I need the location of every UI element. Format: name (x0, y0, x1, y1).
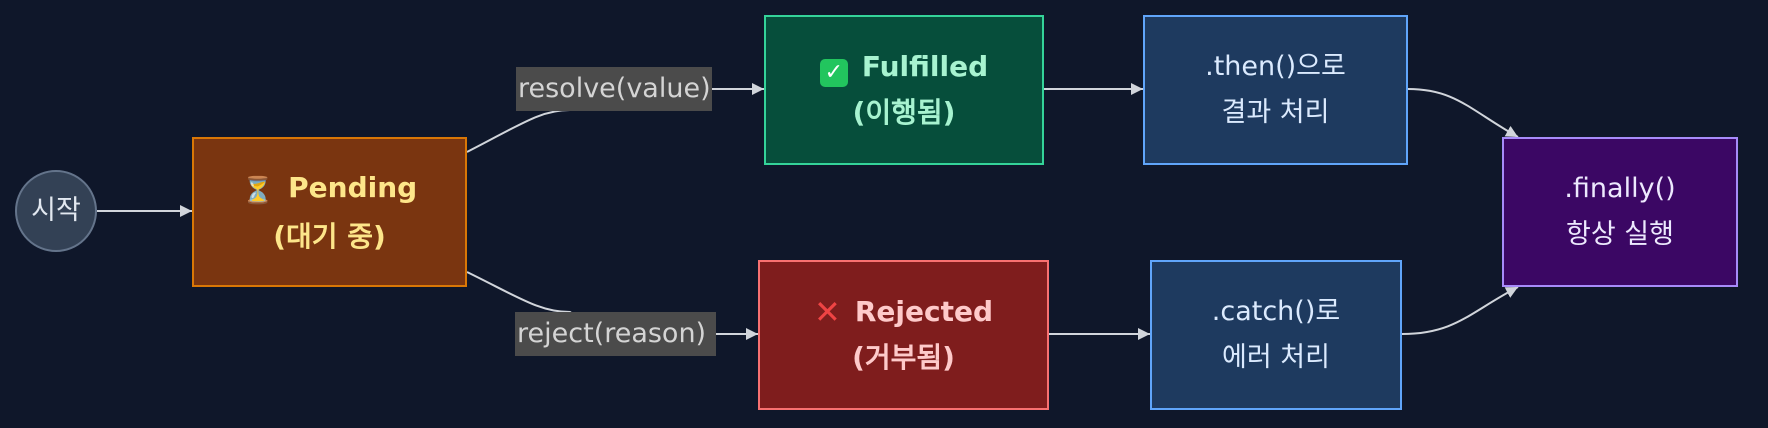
node-rejected-subtitle: (거부됨) (852, 341, 955, 374)
node-pending: ⏳ Pending (대기 중) (192, 137, 467, 287)
node-fulfilled: ✓ Fulfilled (이행됨) (764, 15, 1044, 165)
node-finally-line2: 항상 실행 (1566, 219, 1674, 250)
node-then-line2: 결과 처리 (1221, 97, 1330, 128)
hourglass-icon: ⏳ (241, 175, 275, 206)
node-pending-subtitle: (대기 중) (273, 219, 386, 253)
node-start-label: 시작 (31, 195, 81, 226)
node-catch: .catch()로 에러 처리 (1150, 260, 1402, 410)
node-start: 시작 (15, 170, 97, 252)
node-catch-line1: .catch()로 (1211, 296, 1341, 327)
node-then-line1: .then()으로 (1205, 51, 1346, 82)
edge-catch-to-finally (1401, 286, 1519, 335)
node-then: .then()으로 결과 처리 (1143, 15, 1408, 165)
node-finally-line1: .finally() (1564, 173, 1676, 204)
node-finally: .finally() 항상 실행 (1502, 137, 1738, 287)
cross-mark-icon: ✕ (814, 293, 841, 331)
edge-then-to-finally (1407, 88, 1519, 138)
edge-pending-to-rejected (466, 271, 758, 340)
node-rejected-title: Rejected (854, 295, 993, 328)
node-pending-title: Pending (288, 170, 418, 204)
node-rejected: ✕ Rejected (거부됨) (758, 260, 1049, 410)
node-fulfilled-subtitle: (이행됨) (852, 96, 956, 129)
node-fulfilled-title: Fulfilled (861, 50, 989, 83)
edge-label-reject: reject(reason) (515, 312, 716, 356)
edge-label-resolve: resolve(value) (516, 67, 712, 111)
node-catch-line2: 에러 처리 (1222, 342, 1330, 373)
check-mark-icon: ✓ (819, 59, 848, 87)
